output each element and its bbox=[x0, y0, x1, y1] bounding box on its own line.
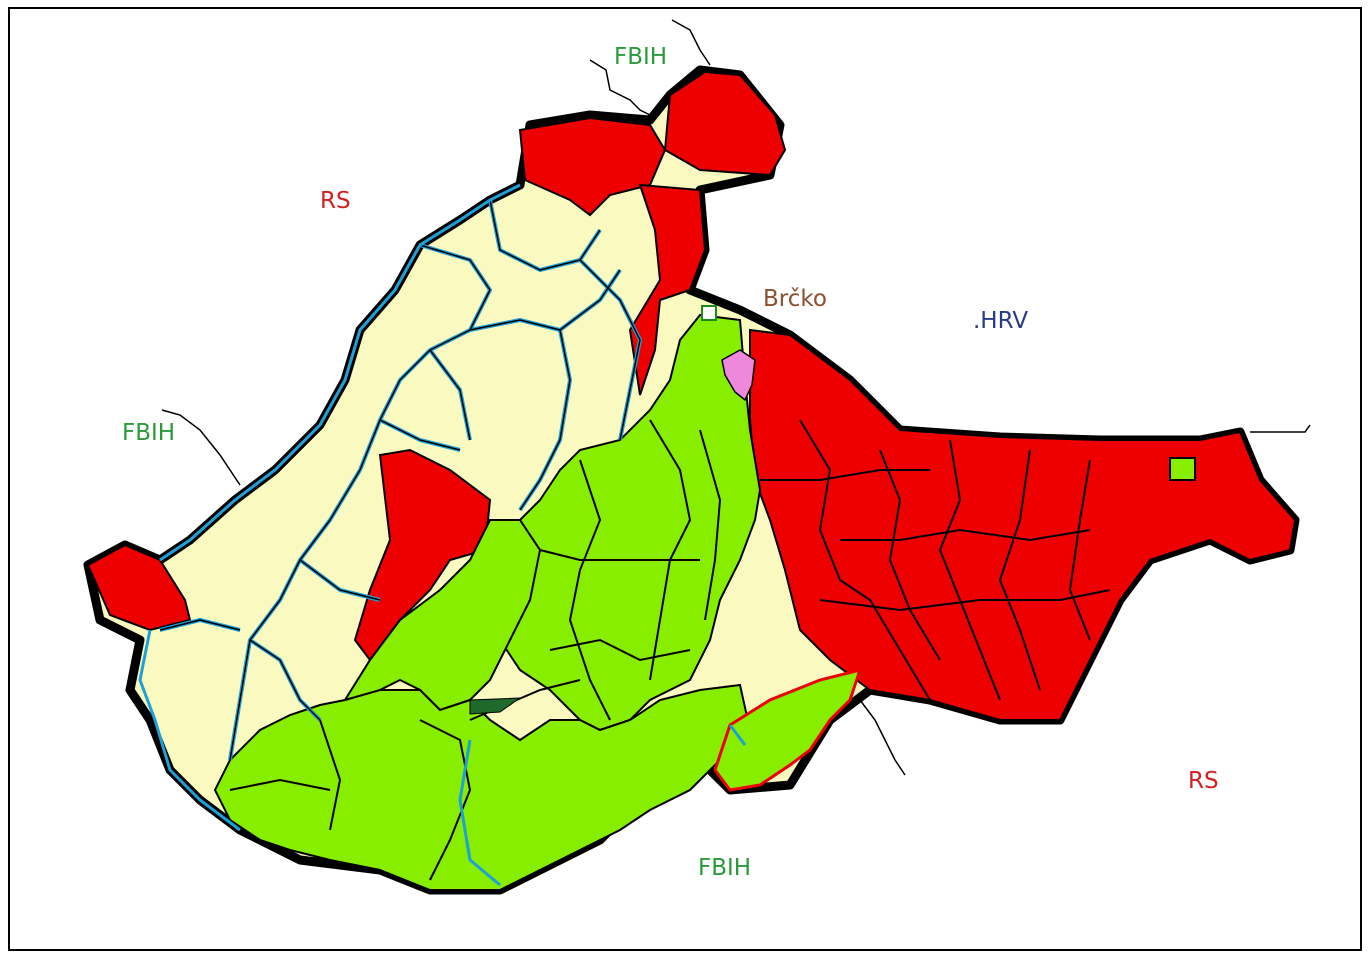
neutral-subdivisions-dark bbox=[159, 199, 641, 761]
entity-line bbox=[138, 183, 747, 887]
river-line-right bbox=[1250, 424, 1311, 433]
rs-region bbox=[86, 70, 1297, 721]
river-line-top bbox=[589, 19, 711, 121]
label-brcko: Brčko bbox=[763, 286, 827, 312]
brcko-marker bbox=[701, 305, 717, 321]
fbih-subdivisions bbox=[229, 419, 722, 881]
dark-patch bbox=[469, 697, 522, 715]
river-line-left bbox=[161, 409, 241, 486]
label-rs-left: RS bbox=[320, 188, 351, 214]
label-fbih-bottom: FBIH bbox=[698, 855, 752, 881]
map-border bbox=[8, 7, 1362, 951]
special-area bbox=[721, 349, 756, 402]
label-hrv: .HRV bbox=[973, 308, 1029, 334]
fbih-region bbox=[213, 313, 1196, 891]
rs-subdivisions bbox=[760, 419, 1111, 701]
river-line-bottom bbox=[859, 699, 906, 776]
label-rs-right: RS bbox=[1188, 768, 1219, 794]
label-fbih-left: FBIH bbox=[122, 420, 176, 446]
label-fbih-top: FBIH bbox=[614, 44, 668, 70]
